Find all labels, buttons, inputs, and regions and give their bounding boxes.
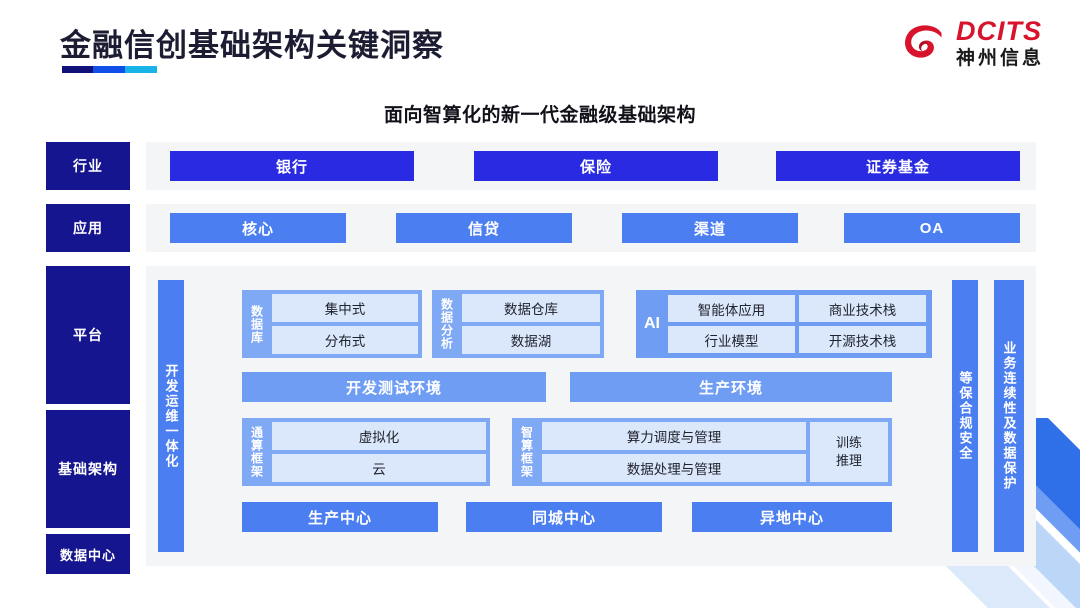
- cell-data-warehouse[interactable]: 数据仓库: [462, 294, 600, 322]
- industry-chip-insurance[interactable]: 保险: [474, 151, 718, 181]
- rule-segment-1: [62, 66, 93, 73]
- cell-data-processing[interactable]: 数据处理与管理: [542, 454, 806, 482]
- group-database: 数据库 集中式 分布式: [242, 290, 422, 358]
- layer-label-datacenter: 数据中心: [46, 534, 130, 574]
- vertical-bar-security-compliance: 等保合规安全: [952, 280, 978, 552]
- cell-industry-model[interactable]: 行业模型: [668, 326, 795, 353]
- group-label-general-compute: 通算框架: [249, 426, 264, 478]
- layer-label-application: 应用: [46, 204, 130, 252]
- group-data-analytics: 数据分析 数据仓库 数据湖: [432, 290, 604, 358]
- diagram-subtitle: 面向智算化的新一代金融级基础架构: [383, 105, 696, 126]
- group-label-intelligent-compute: 智算框架: [519, 426, 534, 478]
- vertical-bar-devops: 开发运维一体化: [158, 280, 184, 552]
- layer-label-column: 行业 应用 平台 基础架构 数据中心: [46, 142, 130, 574]
- training-label: 训练: [835, 435, 862, 451]
- title-underline-rule: [62, 66, 157, 73]
- cell-distributed[interactable]: 分布式: [272, 326, 418, 354]
- dcits-swirl-icon: [905, 25, 942, 58]
- application-band: 核心 信贷 渠道 OA: [146, 204, 1036, 252]
- cell-commercial-tech-stack[interactable]: 商业技术栈: [799, 295, 926, 322]
- rule-segment-2: [93, 66, 125, 73]
- vertical-bar-business-continuity: 业务连续性及数据保护: [994, 280, 1024, 552]
- group-label-database: 数据库: [249, 304, 264, 344]
- industry-band: 银行 保险 证券基金: [146, 142, 1036, 190]
- application-chip-oa[interactable]: OA: [844, 213, 1020, 243]
- layer-label-infrastructure: 基础架构: [46, 410, 130, 528]
- architecture-diagram: 行业 应用 平台 基础架构 数据中心 银行 保险 证券基金 核心 信贷 渠道 O…: [46, 142, 1036, 574]
- dc-bar-remote-center[interactable]: 异地中心: [692, 502, 892, 532]
- cell-centralized[interactable]: 集中式: [272, 294, 418, 322]
- application-chip-channel[interactable]: 渠道: [622, 213, 798, 243]
- layer-label-platform: 平台: [46, 266, 130, 404]
- dc-bar-production-center[interactable]: 生产中心: [242, 502, 438, 532]
- cell-virtualization[interactable]: 虚拟化: [272, 422, 486, 450]
- dc-bar-metro-center[interactable]: 同城中心: [466, 502, 662, 532]
- application-chip-core[interactable]: 核心: [170, 213, 346, 243]
- env-bar-production[interactable]: 生产环境: [570, 372, 892, 402]
- industry-chip-securities-fund[interactable]: 证券基金: [776, 151, 1020, 181]
- group-label-ai: AI: [644, 315, 660, 332]
- page-title: 金融信创基础架构关键洞察: [60, 28, 444, 63]
- application-chip-credit[interactable]: 信贷: [396, 213, 572, 243]
- cell-data-lake[interactable]: 数据湖: [462, 326, 600, 354]
- platform-band: 开发运维一体化 等保合规安全 业务连续性及数据保护 数据库 集中式 分布式 数据…: [146, 266, 1036, 566]
- cell-agent-application[interactable]: 智能体应用: [668, 295, 795, 322]
- group-ai: AI 智能体应用 商业技术栈 行业模型 开源技术栈: [636, 290, 932, 358]
- logo-text-cn: 神州信息: [955, 48, 1044, 69]
- cell-compute-scheduling[interactable]: 算力调度与管理: [542, 422, 806, 450]
- logo-text-en: DCITS: [955, 16, 1042, 46]
- env-bar-dev-test[interactable]: 开发测试环境: [242, 372, 546, 402]
- cell-cloud[interactable]: 云: [272, 454, 486, 482]
- cell-training-inference[interactable]: 训练 推理: [810, 422, 888, 482]
- group-intelligent-compute-framework: 智算框架 算力调度与管理 数据处理与管理 训练 推理: [512, 418, 892, 486]
- inference-label: 推理: [835, 453, 862, 468]
- cell-opensource-tech-stack[interactable]: 开源技术栈: [799, 326, 926, 353]
- industry-chip-bank[interactable]: 银行: [170, 151, 414, 181]
- rule-segment-3: [125, 66, 157, 73]
- page-header: 金融信创基础架构关键洞察 DCITS 神州信息: [0, 0, 1080, 90]
- group-general-compute-framework: 通算框架 虚拟化 云: [242, 418, 490, 486]
- group-label-data-analytics: 数据分析: [439, 298, 454, 350]
- layer-label-industry: 行业: [46, 142, 130, 190]
- company-logo: DCITS 神州信息: [901, 18, 1044, 68]
